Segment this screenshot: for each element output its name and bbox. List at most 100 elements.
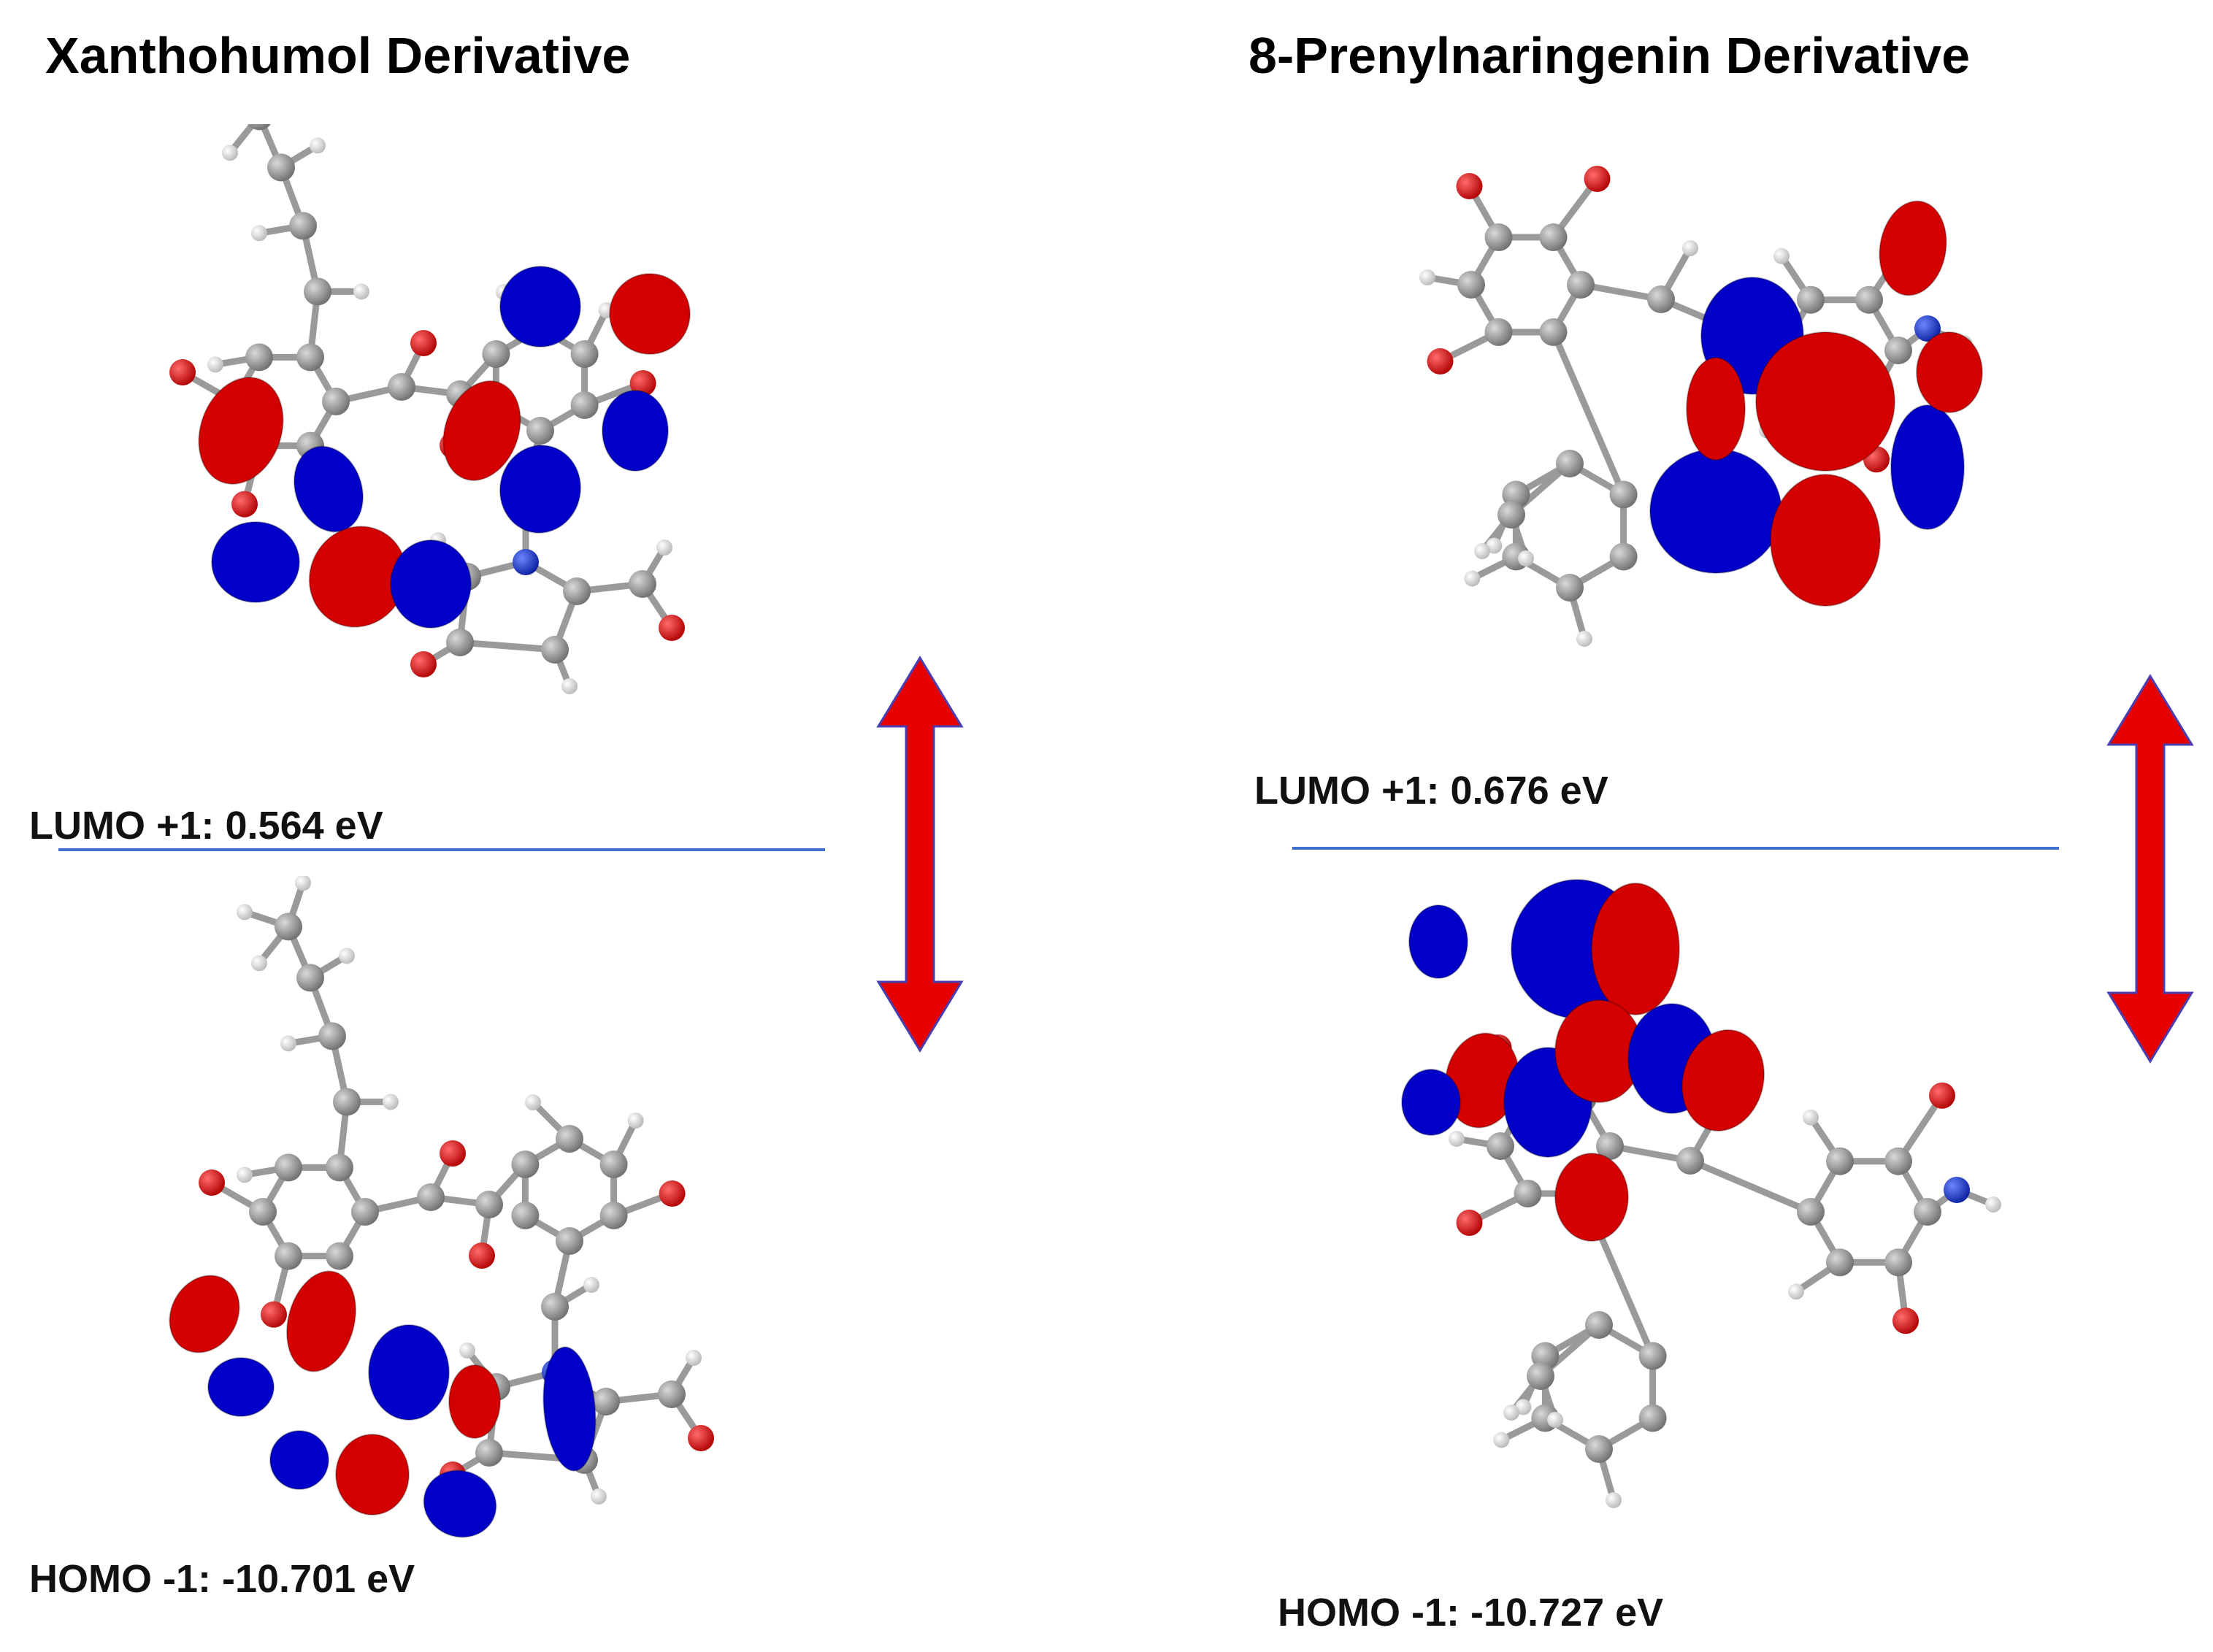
carbon-atom (351, 1198, 379, 1226)
carbon-atom (1484, 318, 1513, 346)
carbon-atom (511, 1202, 540, 1229)
hydrogen-atom (222, 145, 238, 161)
carbon-atom (1556, 450, 1584, 477)
carbon-atom (1826, 1248, 1854, 1277)
carbon-atom (1484, 223, 1513, 252)
hydrogen-atom (1985, 1196, 2001, 1213)
hydrogen-atom (383, 1094, 399, 1110)
hydrogen-atom (1449, 1131, 1465, 1147)
hydrogen-atom (237, 904, 253, 921)
carbon-atom (1638, 1404, 1667, 1432)
carbon-atom (511, 1150, 540, 1178)
oxygen-atom (410, 330, 437, 356)
orbital-lobe-negative (368, 1324, 450, 1421)
carbon-atom (556, 1125, 583, 1153)
hydrogen-atom (295, 876, 311, 891)
xanthohumol-homo-label: HOMO -1: -10.701 eV (29, 1557, 415, 1601)
orbital-lobe-positive (1686, 357, 1746, 461)
orbital-lobe-negative (542, 1346, 597, 1472)
carbon-atom (446, 629, 474, 656)
oxygen-atom (688, 1425, 714, 1451)
hydrogen-atom (1518, 550, 1534, 566)
carbon-atom (296, 964, 324, 992)
carbon-atom (475, 1439, 503, 1467)
orbital-lobe-positive (609, 273, 691, 355)
oxygen-atom (199, 1169, 225, 1196)
xanthohumol-gap-arrow (876, 656, 964, 1053)
carbon-atom (333, 1088, 361, 1116)
hydrogen-atom (459, 1342, 475, 1359)
carbon-atom (1539, 223, 1568, 252)
carbon-atom (248, 124, 271, 131)
carbon-atom (1884, 1147, 1912, 1175)
hydrogen-atom (1515, 1399, 1532, 1415)
orbital-lobe-negative (1401, 1069, 1461, 1136)
orbital-lobe-negative (423, 1469, 497, 1538)
carbon-atom (599, 1150, 628, 1178)
hydrogen-atom (237, 1167, 253, 1183)
hydrogen-atom (1803, 1109, 1819, 1126)
oxygen-atom (659, 615, 685, 641)
hydrogen-atom (1474, 543, 1490, 559)
orbital-lobe-positive (1755, 331, 1895, 472)
hydrogen-atom (1486, 537, 1503, 554)
carbon-atom (1609, 542, 1638, 571)
oxygen-atom (1456, 173, 1483, 200)
orbital-lobe-positive (198, 377, 284, 485)
oxygen-atom (169, 359, 196, 385)
orbital-lobe-positive (1681, 1029, 1765, 1132)
carbon-atom (245, 343, 273, 372)
oxygen-atom (440, 1140, 466, 1167)
carbon-atom (249, 1198, 277, 1226)
xanthohumol-lumo-label: LUMO +1: 0.564 eV (29, 804, 383, 848)
carbon-atom (267, 153, 295, 182)
orbital-lobe-negative (602, 390, 669, 472)
hydrogen-atom (280, 1035, 296, 1052)
carbon-atom (1676, 1147, 1704, 1175)
hydrogen-atom (1547, 1412, 1563, 1428)
bond (1550, 329, 1627, 498)
hydrogen-atom (1773, 247, 1790, 264)
hydrogen-atom (339, 948, 355, 964)
carbon-atom (1585, 1311, 1613, 1339)
hydrogen-atom (207, 356, 223, 373)
orbital-lobe-positive (1879, 200, 1947, 296)
orbital-lobe-positive (169, 1275, 240, 1353)
hydrogen-atom (686, 1350, 702, 1366)
carbon-atom (592, 1388, 620, 1415)
carbon-atom (570, 340, 599, 368)
carbon-atom (388, 373, 415, 401)
nitrogen-atom (1944, 1177, 1970, 1203)
carbon-atom (475, 1191, 503, 1218)
carbon-atom (1638, 1342, 1667, 1370)
hydrogen-atom (1606, 1492, 1622, 1508)
carbon-atom (1539, 318, 1568, 346)
carbon-atom (1487, 1132, 1514, 1160)
carbon-atom (1497, 501, 1525, 529)
prenylnaringenin-homo-molecule (1401, 879, 2001, 1508)
hydrogen-atom (1493, 1432, 1510, 1448)
carbon-atom (526, 417, 554, 445)
xanthohumol-lumo-molecule (169, 124, 691, 694)
carbon-atom (275, 1242, 302, 1270)
carbon-atom (1884, 337, 1912, 364)
hydrogen-atom (353, 283, 369, 300)
carbon-atom (563, 577, 591, 605)
orbital-lobe-negative (211, 521, 300, 603)
carbon-atom (1884, 1248, 1912, 1277)
carbon-atom (570, 391, 599, 419)
carbon-atom (482, 340, 510, 368)
oxygen-atom (469, 1242, 495, 1269)
hydrogen-atom (1788, 1283, 1804, 1300)
xanthohumol-level-divider (58, 848, 825, 851)
carbon-atom (1585, 1435, 1613, 1463)
carbon-atom (1609, 480, 1638, 509)
carbon-atom (1797, 1198, 1825, 1226)
carbon-atom (289, 212, 317, 240)
hydrogen-atom (1576, 631, 1592, 647)
prenylnaringenin-title: 8-Prenylnaringenin Derivative (1249, 27, 1971, 84)
carbon-atom (599, 1202, 628, 1229)
oxygen-atom (1892, 1307, 1919, 1334)
orbital-lobe-negative (499, 266, 581, 347)
